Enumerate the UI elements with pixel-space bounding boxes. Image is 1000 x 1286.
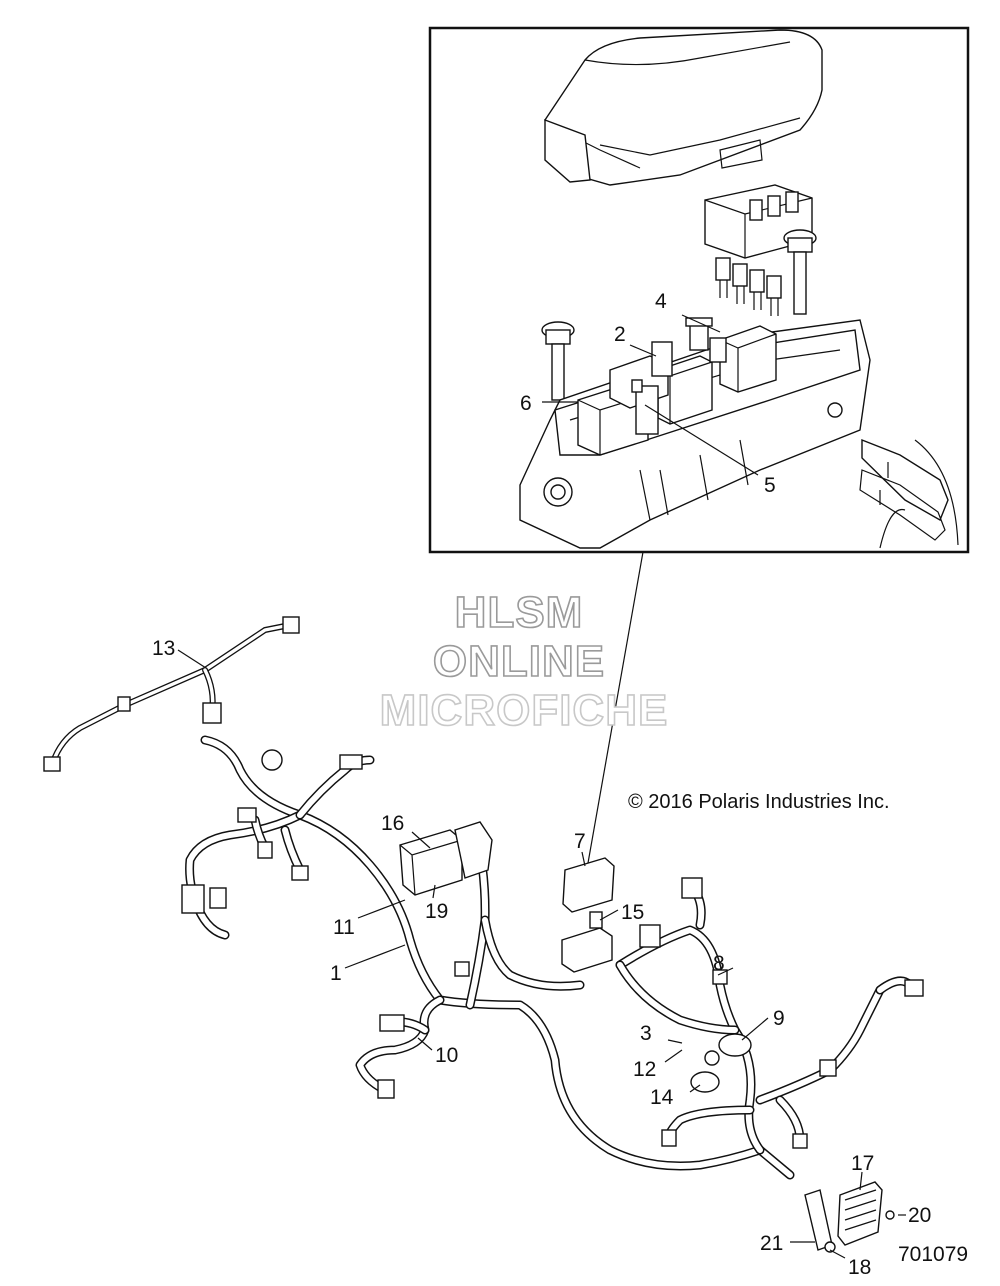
spade-connectors <box>859 438 959 549</box>
grommet-9 <box>718 1033 752 1057</box>
fuse-2 <box>651 341 673 377</box>
harness-connectors <box>43 616 924 1149</box>
figure-number: 701079 <box>898 1243 968 1266</box>
mounting-bolt-left <box>541 321 575 401</box>
watermark-line-2: ONLINE <box>433 637 605 686</box>
callout-6: 6 <box>520 392 532 415</box>
callout-15: 15 <box>621 901 644 924</box>
callout-12: 12 <box>633 1058 656 1081</box>
callout-10: 10 <box>435 1044 458 1067</box>
callout-8: 8 <box>713 952 725 975</box>
callout-16: 16 <box>381 812 404 835</box>
mounting-bolt-right <box>783 229 817 315</box>
regulator-module <box>804 1181 895 1253</box>
wire-harness <box>49 622 915 1180</box>
callout-19: 19 <box>425 900 448 923</box>
callout-14: 14 <box>650 1086 674 1109</box>
callout-21: 21 <box>760 1232 783 1255</box>
watermark-line-3: MICROFICHE <box>380 686 669 735</box>
fuse-box-assembly <box>561 857 615 973</box>
watermark-line-1: HLSM <box>455 588 584 637</box>
relay-rear-right <box>719 325 777 393</box>
callout-17: 17 <box>851 1152 874 1175</box>
callout-11: 11 <box>333 916 355 939</box>
fuse-box-detail-inset <box>428 26 970 554</box>
watermark: HLSM ONLINE MICROFICHE <box>379 587 669 736</box>
fuse-box-cover <box>544 29 823 186</box>
callout-numbers: 1 2 3 4 5 6 7 8 9 10 11 12 13 14 15 16 1… <box>152 290 931 1279</box>
callout-4: 4 <box>655 290 667 313</box>
callout-7: 7 <box>574 830 586 853</box>
callout-20: 20 <box>908 1204 931 1227</box>
blade-fuses <box>715 257 782 316</box>
callout-leaders <box>177 649 906 1259</box>
callout-18: 18 <box>848 1256 871 1279</box>
detail-pointer-line <box>584 551 644 881</box>
callout-9: 9 <box>773 1007 785 1030</box>
callout-13: 13 <box>152 637 175 660</box>
copyright-notice: © 2016 Polaris Industries Inc. <box>628 791 890 813</box>
callout-5: 5 <box>764 474 776 497</box>
callout-3: 3 <box>640 1022 652 1045</box>
fuse-5 <box>631 379 659 435</box>
callout-1: 1 <box>330 962 342 985</box>
callout-2: 2 <box>614 323 626 346</box>
ecu-module <box>399 821 493 896</box>
